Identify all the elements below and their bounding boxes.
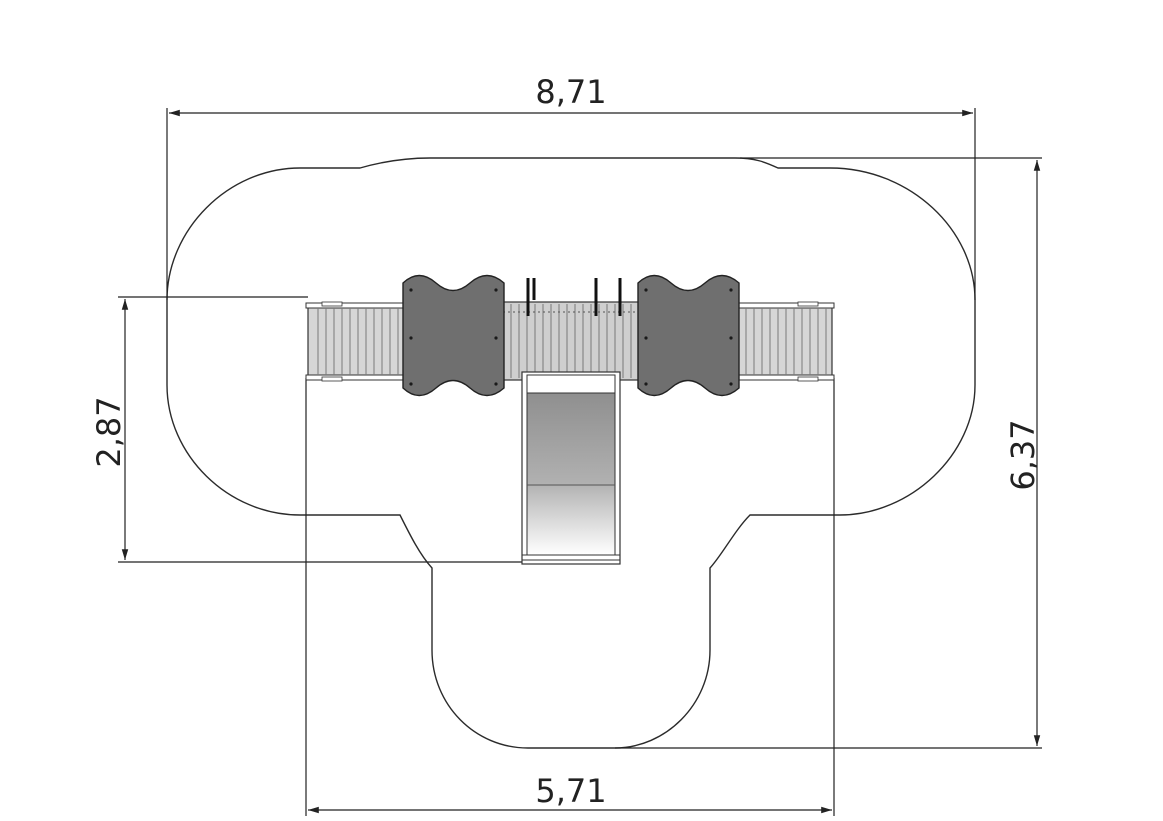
dimension-label-overall-depth: 6,37 [1004,419,1042,490]
center-bridge [502,301,640,381]
handrails [526,278,622,316]
right-walkway [735,301,835,382]
left-walkway [305,301,407,382]
extension-lines [118,108,1042,816]
dimension-label-base-width: 5,71 [535,772,606,810]
dimension-label-equipment-depth: 2,87 [90,396,128,467]
right-tower-roof [637,274,740,397]
slide [521,371,621,565]
dimension-label-overall-width: 8,71 [535,73,606,111]
left-tower-roof [402,274,505,397]
